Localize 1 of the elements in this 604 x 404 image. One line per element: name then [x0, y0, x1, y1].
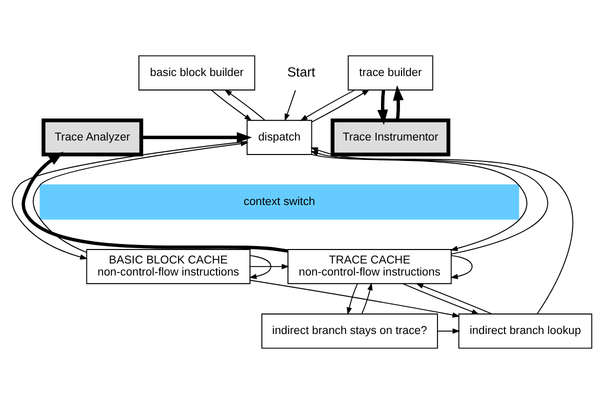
node-text: Start [287, 64, 316, 80]
